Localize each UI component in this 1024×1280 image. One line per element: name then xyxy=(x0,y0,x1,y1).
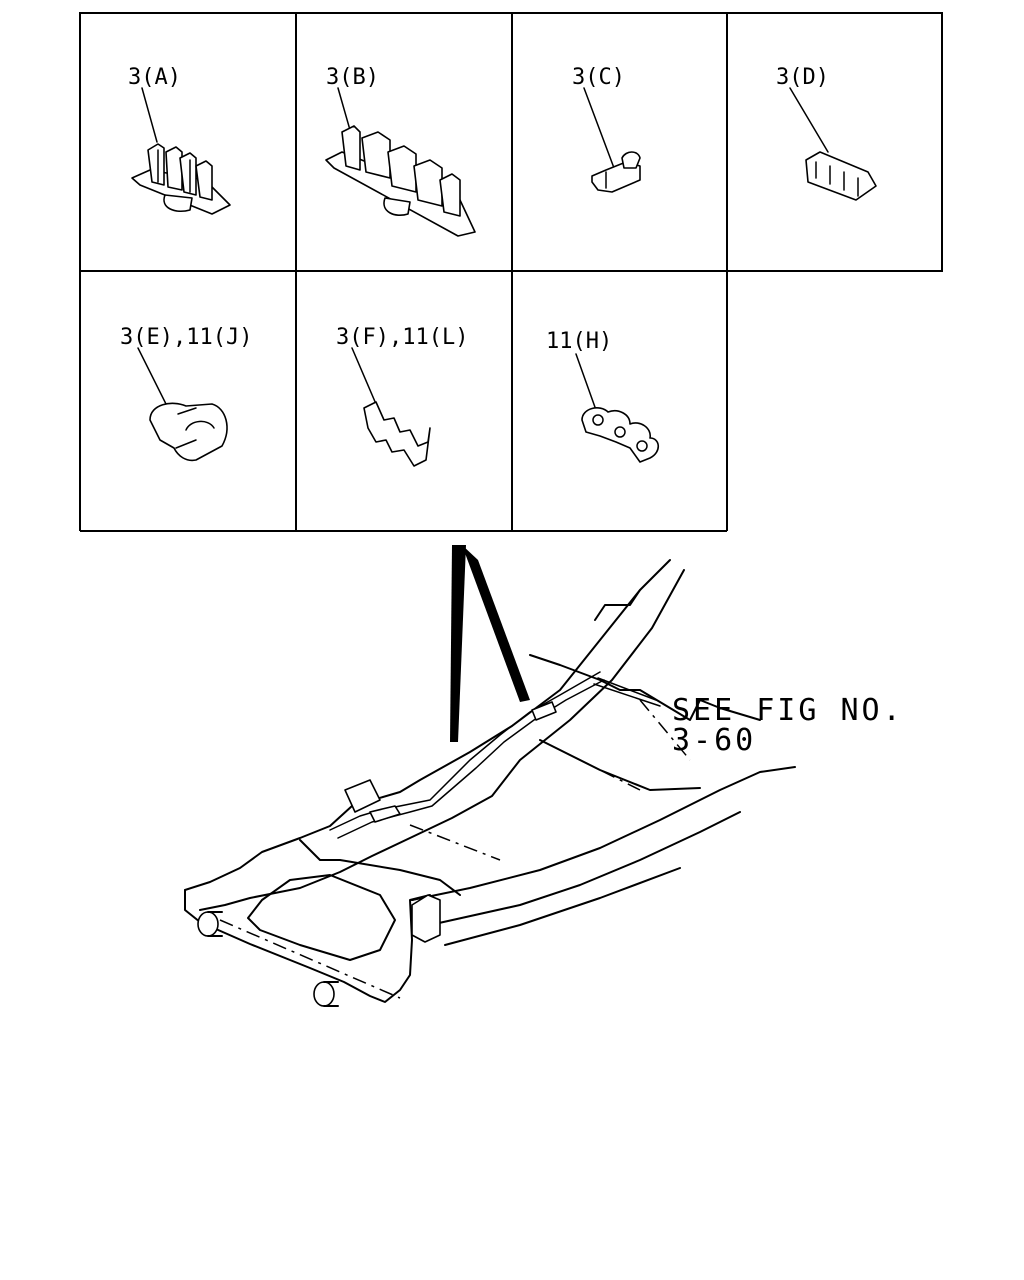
part-label-3d: 3(D) xyxy=(776,65,829,90)
cell-part-3a: 3(A) xyxy=(128,65,231,215)
clip-3f-icon xyxy=(363,401,431,467)
cell-part-3b: 3(B) xyxy=(325,65,476,237)
clip-3d-icon xyxy=(805,151,877,201)
clip-3b-icon xyxy=(325,125,476,237)
clip-11h-icon xyxy=(581,407,660,463)
clip-3c-icon xyxy=(591,151,641,193)
part-label-11h: 11(H) xyxy=(546,329,612,354)
cell-part-3c: 3(C) xyxy=(572,65,641,193)
part-label-3c: 3(C) xyxy=(572,65,625,90)
part-label-3b: 3(B) xyxy=(326,65,379,90)
parts-grid xyxy=(79,12,943,532)
part-label-3e-11j: 3(E),11(J) xyxy=(120,325,252,350)
vehicle-frame-illustration xyxy=(184,559,796,1007)
part-label-3a: 3(A) xyxy=(128,65,181,90)
cell-part-3f-11l: 3(F),11(L) xyxy=(336,325,468,467)
see-fig-label: SEE FIG NO. xyxy=(672,693,904,728)
figure-reference: SEE FIG NO. 3-60 xyxy=(672,693,904,758)
see-fig-number: 3-60 xyxy=(672,723,756,758)
part-label-3f-11l: 3(F),11(L) xyxy=(336,325,468,350)
cell-part-3e-11j: 3(E),11(J) xyxy=(120,325,252,462)
cell-part-11h: 11(H) xyxy=(546,329,660,463)
clip-3a-icon xyxy=(131,143,231,215)
cell-part-3d: 3(D) xyxy=(776,65,877,201)
callout-pointers xyxy=(450,545,530,742)
clip-3e-icon xyxy=(149,402,228,462)
